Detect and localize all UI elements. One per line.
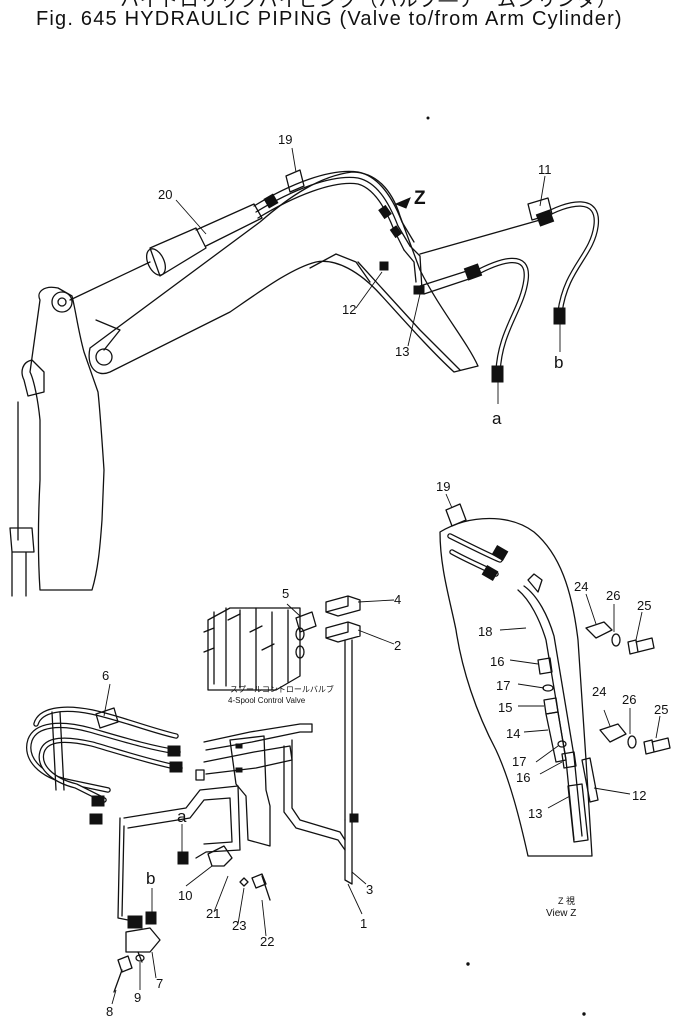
- callout-24-upper: 24: [574, 579, 588, 594]
- callout-17-lower: 17: [512, 754, 526, 769]
- callout-20: 20: [158, 187, 172, 202]
- letter-a-top: a: [492, 409, 502, 428]
- boom-foot-pin: [95, 348, 113, 366]
- callout-15: 15: [498, 700, 512, 715]
- hose-b-end: [553, 307, 566, 325]
- figure-title: ハイドロリックパイピング（バルブ―アームシリンダ） Fig. 645 HYDRA…: [8, 0, 668, 36]
- tee-7: [125, 927, 161, 953]
- callout-19-top: 19: [278, 132, 292, 147]
- control-valve: [203, 607, 305, 691]
- callout-1: 1: [360, 916, 367, 931]
- callout-18: 18: [478, 624, 492, 639]
- bolt-8: [113, 955, 133, 993]
- callout-14: 14: [506, 726, 520, 741]
- pipe-bracket: [229, 735, 271, 847]
- callout-9: 9: [134, 990, 141, 1005]
- washer-26-upper: [611, 633, 621, 647]
- callout-25-lower: 25: [654, 702, 668, 717]
- callout-16-lower: 16: [516, 770, 530, 785]
- fitting-15: [543, 697, 559, 715]
- valve-caption-japanese: スプールコントロールバルブ: [230, 684, 334, 694]
- speck: [466, 962, 470, 966]
- callout-2: 2: [394, 638, 401, 653]
- callout-10: 10: [178, 888, 192, 903]
- block-4: [325, 595, 361, 617]
- valve-caption-english: 4-Spool Control Valve: [228, 696, 306, 705]
- washer-9: [135, 954, 145, 962]
- tag-19-top: [285, 169, 305, 193]
- callout-12-view: 12: [632, 788, 646, 803]
- callout-26-upper: 26: [606, 588, 620, 603]
- callout-6: 6: [102, 668, 109, 683]
- callout-12-top: 12: [342, 302, 356, 317]
- figure-title-english: Fig. 645 HYDRAULIC PIPING (Valve to/from…: [36, 8, 623, 30]
- fitting-16-lower: [561, 751, 577, 769]
- callout-4: 4: [394, 592, 401, 607]
- speck: [426, 116, 430, 120]
- callout-25-upper: 25: [637, 598, 651, 613]
- o-ring-17-lower: [557, 740, 567, 748]
- callout-3: 3: [366, 882, 373, 897]
- bolt-22: [251, 873, 271, 901]
- arm-outline: [29, 286, 105, 591]
- washer-23: [239, 877, 249, 887]
- callout-13-view: 13: [528, 806, 542, 821]
- letter-z: Z: [414, 188, 426, 209]
- hose-coil: [26, 706, 183, 825]
- clamp-24-lower: [599, 723, 627, 743]
- callout-13-top: 13: [395, 344, 409, 359]
- block-2: [325, 621, 361, 643]
- callout-7: 7: [156, 976, 163, 991]
- view-z-detail: [439, 493, 671, 857]
- callout-22: 22: [260, 934, 274, 949]
- fitting-a: [177, 851, 189, 865]
- arm-cylinder: [149, 227, 207, 277]
- callout-24-lower: 24: [592, 684, 606, 699]
- washer-26-lower: [627, 735, 637, 749]
- callout-16-upper: 16: [490, 654, 504, 669]
- view-caption-english: View Z: [546, 908, 576, 919]
- arm-top-pin: [51, 291, 73, 313]
- o-ring-17-upper: [542, 684, 554, 692]
- callout-8: 8: [106, 1004, 113, 1019]
- speck: [582, 1012, 586, 1016]
- clamp-24-upper: [585, 621, 613, 639]
- elbow-10: [207, 845, 233, 867]
- fitting-16-upper: [537, 657, 553, 675]
- letter-a-bottom: a: [177, 807, 187, 826]
- valve-piping-assembly: [26, 595, 395, 1005]
- captions: スプールコントロールバルブ 4-Spool Control Valve Z 視 …: [228, 684, 576, 919]
- tag-5: [295, 611, 317, 633]
- tag-19-view: [445, 503, 467, 527]
- connection-letters: a b Z a b: [146, 188, 563, 888]
- hose-a-end: [491, 365, 504, 383]
- view-z-arrow: [394, 197, 411, 209]
- callout-5: 5: [282, 586, 289, 601]
- callouts: 19 20 11 12 13 19 24 26 25 18 16 17 15 1…: [102, 132, 668, 1019]
- boom-arm-assembly: [9, 147, 599, 597]
- callout-23: 23: [232, 918, 246, 933]
- callout-11: 11: [538, 162, 552, 177]
- letter-b-top: b: [554, 353, 563, 372]
- callout-21: 21: [206, 906, 220, 921]
- fitting-b: [127, 915, 143, 929]
- callout-17-upper: 17: [496, 678, 510, 693]
- pipe-13: [567, 783, 589, 843]
- pipe-14: [545, 711, 567, 763]
- figure-title-japanese: ハイドロリックパイピング（バルブ―アームシリンダ）: [120, 0, 617, 11]
- letter-b-bottom: b: [146, 869, 155, 888]
- callout-19-view: 19: [436, 479, 450, 494]
- arm-joint: [21, 359, 45, 397]
- pipe-12: [581, 757, 599, 803]
- bucket-cylinder: [9, 401, 35, 597]
- view-z-arm-outline: [439, 517, 593, 857]
- bolt-25-lower: [643, 737, 671, 755]
- bolt-25-upper: [627, 637, 655, 655]
- view-caption-japanese: Z 視: [558, 895, 575, 906]
- callout-26-lower: 26: [622, 692, 636, 707]
